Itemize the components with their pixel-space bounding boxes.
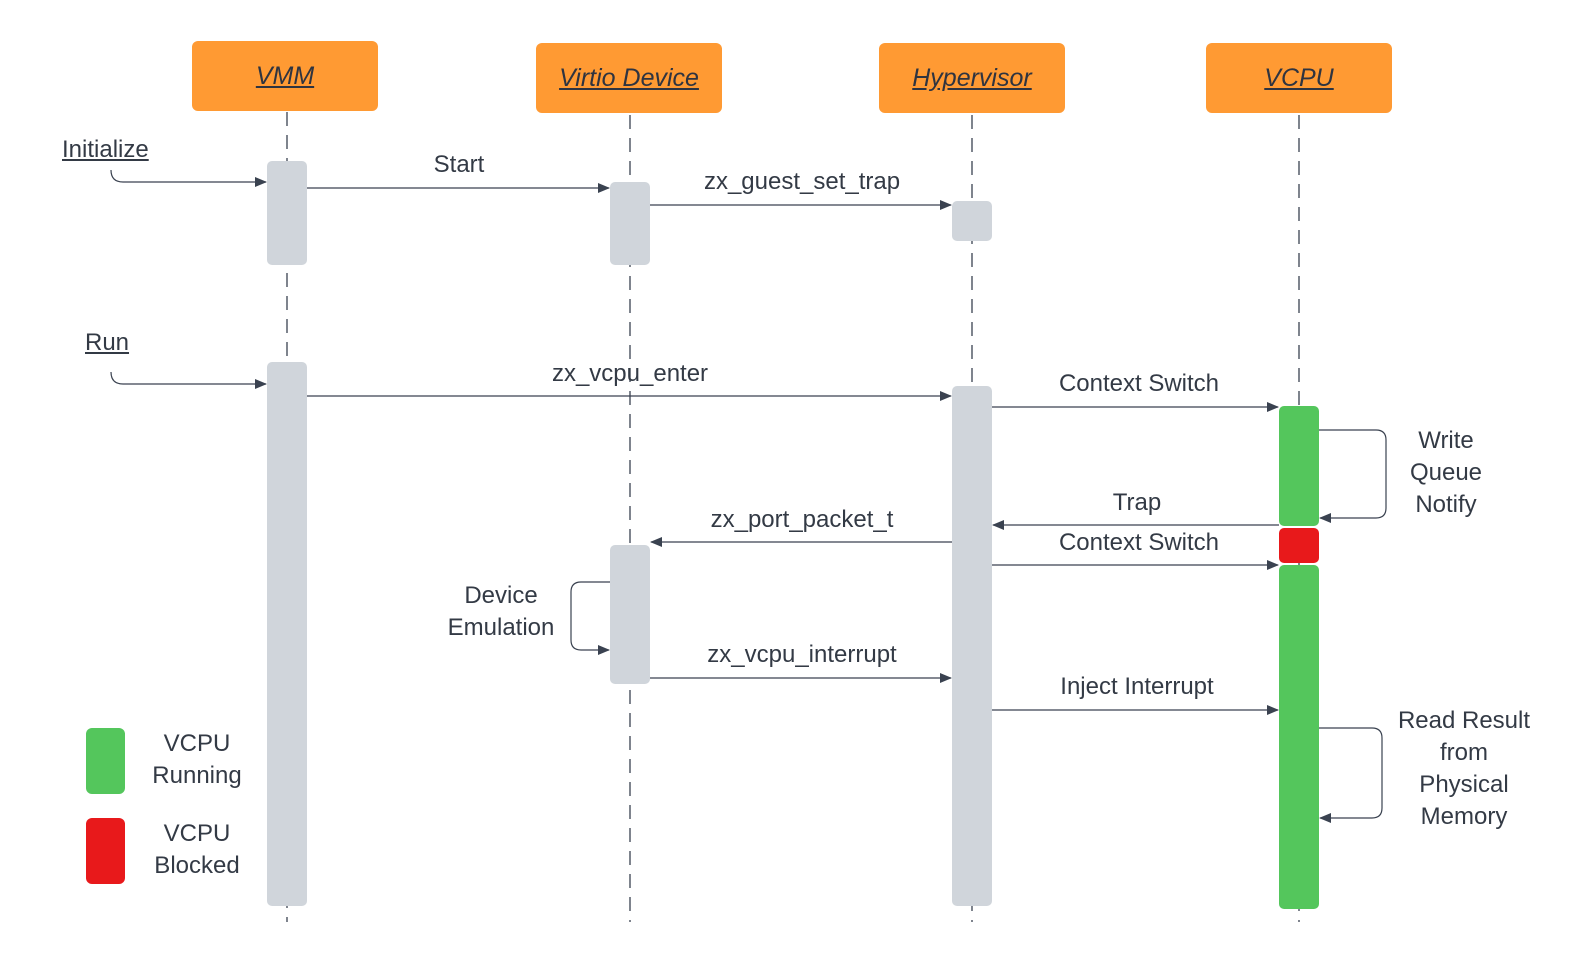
legend-blocked-swatch [86, 818, 125, 884]
label-guest-set-trap: zx_guest_set_trap [703, 168, 901, 195]
run-arrow [110, 371, 267, 389]
participant-virtio-device-label: Virtio Device [559, 63, 699, 92]
activation-vmm-run [267, 362, 307, 906]
activation-vmm-initialize [267, 161, 307, 265]
activation-virtio-emulation [610, 545, 650, 684]
legend-running-label: VCPU Running [152, 730, 242, 789]
vcpu-running-bar-1 [1279, 406, 1319, 526]
participant-hypervisor-label: Hypervisor [912, 63, 1032, 92]
label-device-emulation: Device Emulation [447, 582, 555, 641]
activation-virtio-start [610, 182, 650, 265]
participant-hypervisor: Hypervisor [879, 43, 1065, 113]
label-vcpu-enter: zx_vcpu_enter [551, 360, 709, 387]
vcpu-running-bar-2 [1279, 565, 1319, 909]
participant-vmm: VMM [192, 41, 378, 111]
initialize-arrow [110, 169, 267, 187]
participant-vcpu: VCPU [1206, 43, 1392, 113]
vcpu-blocked-bar [1279, 528, 1319, 563]
label-trap: Trap [1112, 489, 1162, 516]
legend-running-swatch [86, 728, 125, 794]
label-read-result: Read Result from Physical Memory [1397, 707, 1531, 830]
self-arrow-write-queue-notify [1319, 429, 1387, 523]
label-vcpu-interrupt: zx_vcpu_interrupt [707, 641, 897, 668]
legend-blocked-label: VCPU Blocked [154, 820, 240, 879]
activation-hypervisor-run [952, 386, 992, 906]
self-arrow-device-emulation [570, 581, 610, 655]
label-context-switch-1: Context Switch [1058, 370, 1220, 397]
trigger-run: Run [85, 329, 130, 356]
label-write-queue-notify: Write Queue Notify [1409, 427, 1483, 518]
activation-hypervisor-trap-set [952, 201, 992, 241]
participant-virtio-device: Virtio Device [536, 43, 722, 113]
label-inject-interrupt: Inject Interrupt [1060, 673, 1214, 700]
label-port-packet: zx_port_packet_t [710, 506, 894, 533]
label-start: Start [433, 151, 485, 178]
label-context-switch-2: Context Switch [1058, 529, 1220, 556]
participant-vmm-label: VMM [255, 61, 315, 90]
participant-vcpu-label: VCPU [1264, 63, 1334, 92]
self-arrow-read-result [1319, 727, 1383, 823]
trigger-initialize: Initialize [62, 136, 149, 163]
